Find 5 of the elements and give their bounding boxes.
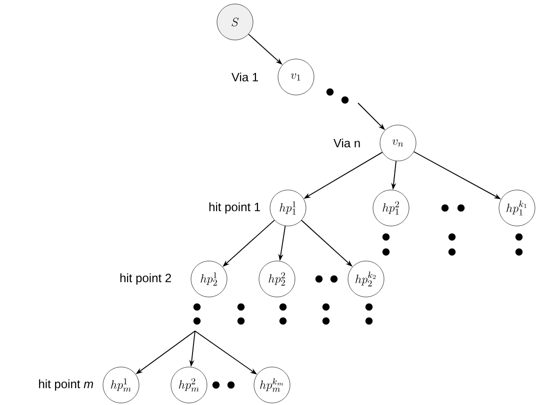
level-label: Via n xyxy=(334,138,360,148)
level-label: hit point 2 xyxy=(120,273,171,285)
level-label: Via 1 xyxy=(232,72,258,82)
level-label: hit point 1 xyxy=(209,202,260,214)
level-label: hit point m xyxy=(39,379,94,391)
